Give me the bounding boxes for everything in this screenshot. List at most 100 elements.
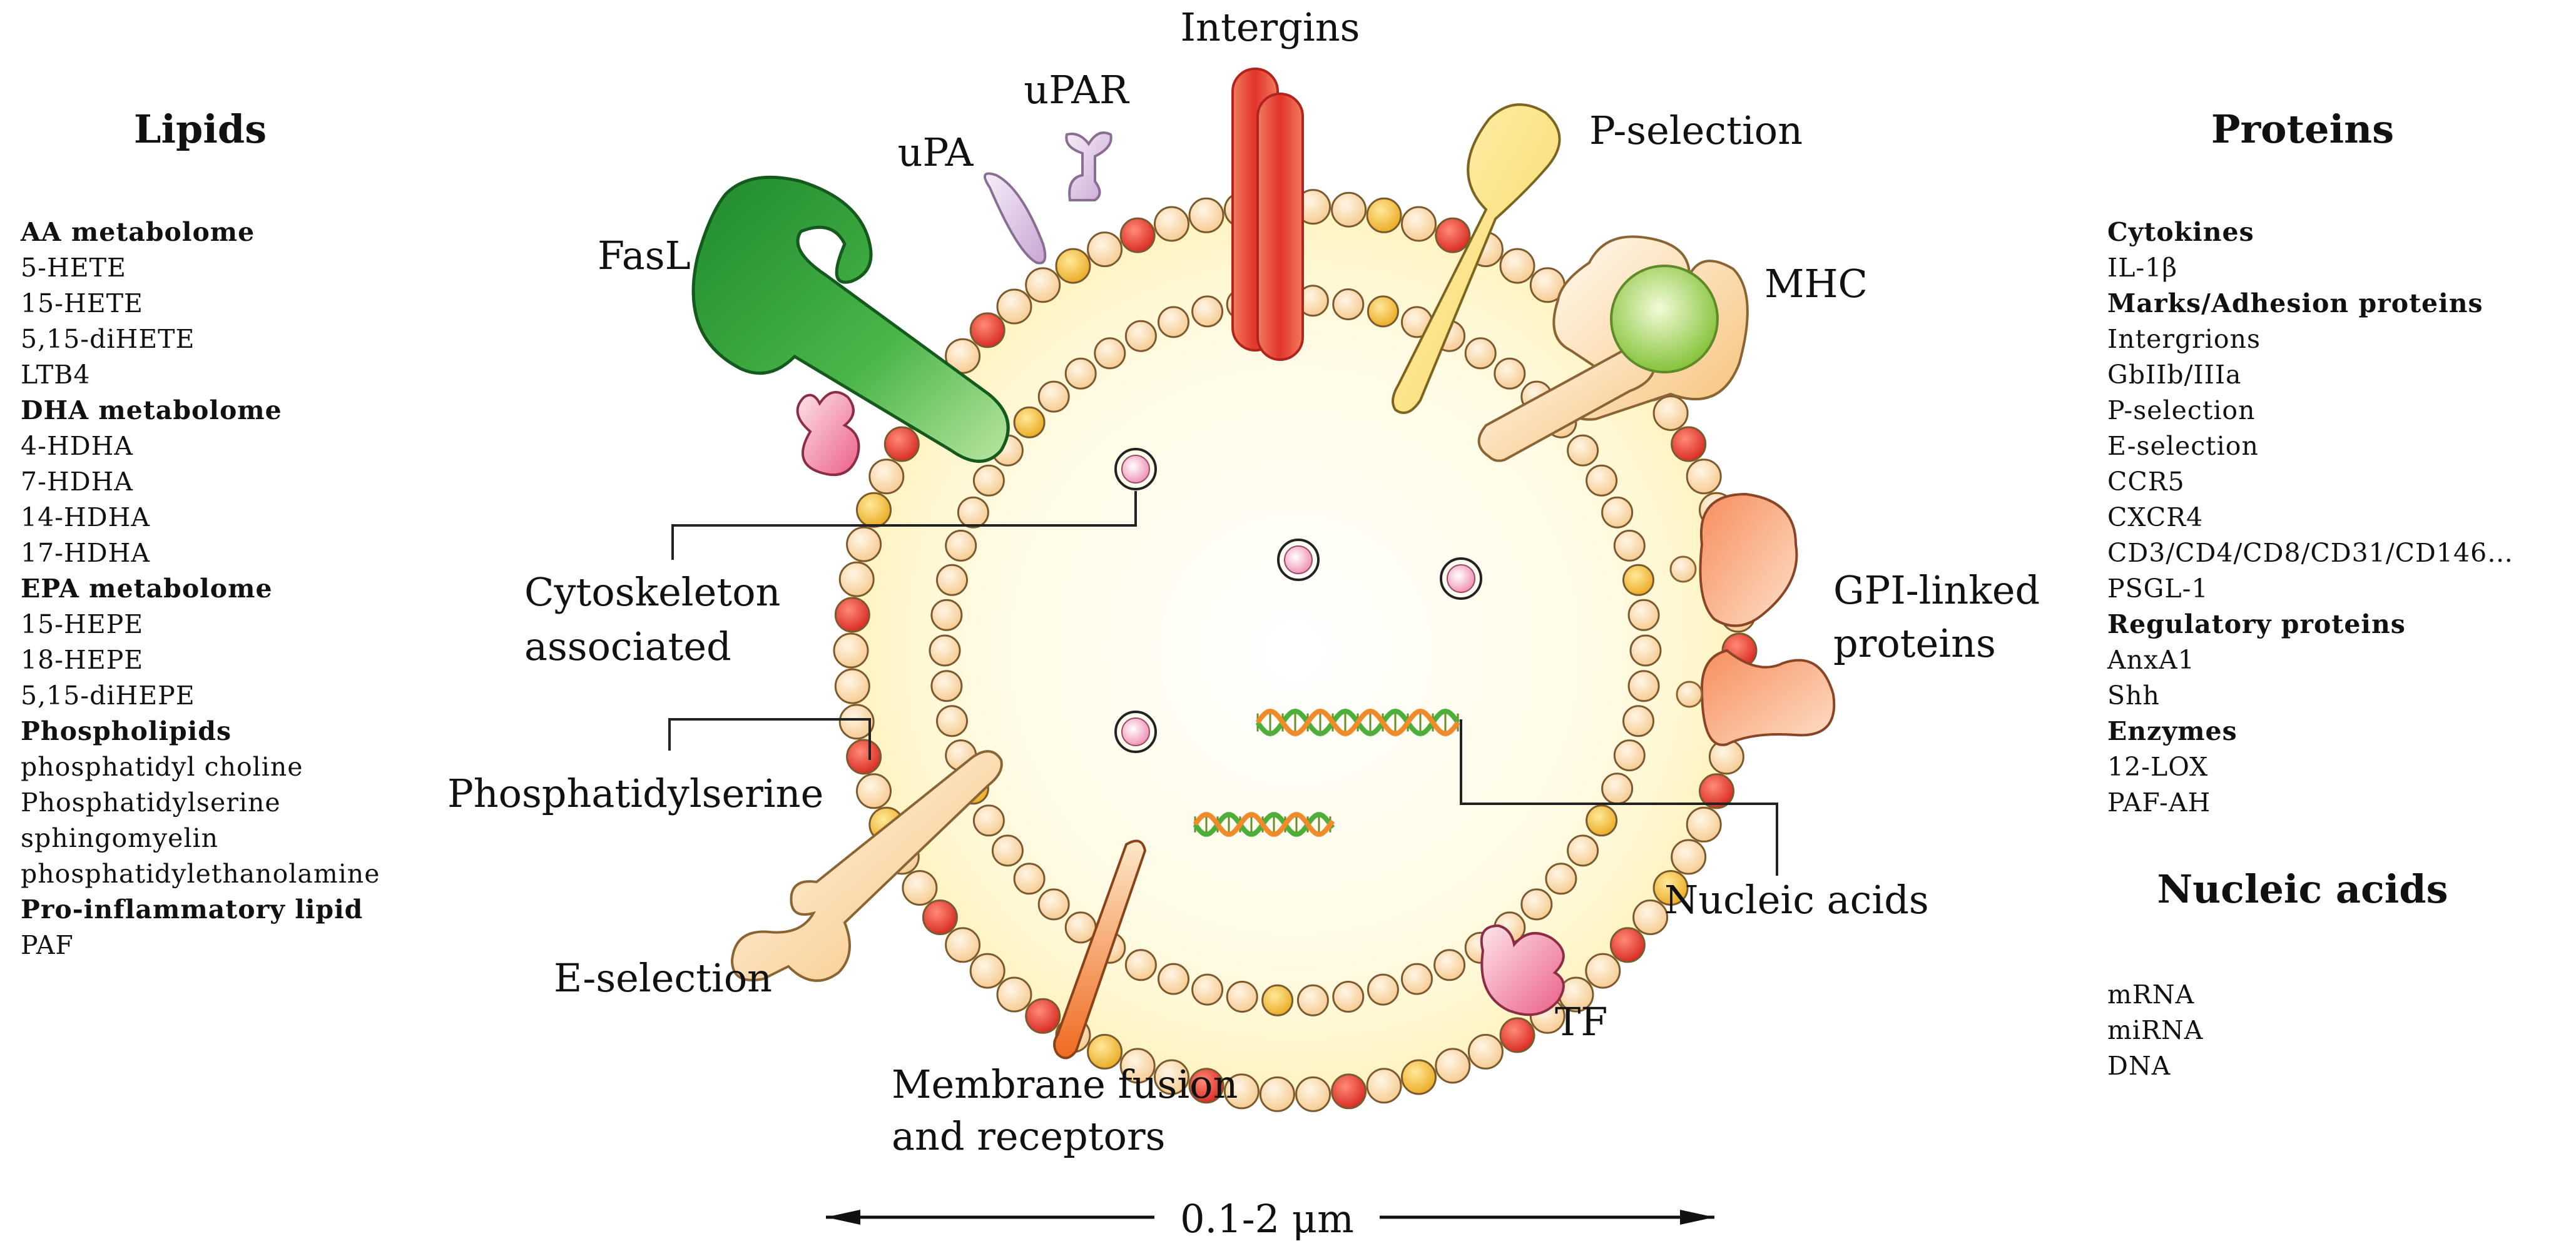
membrane-bead: [856, 773, 892, 809]
membrane-bead: [930, 670, 963, 702]
phosphatidylserine-leader: [668, 718, 871, 760]
membrane-bead: [1037, 888, 1070, 921]
membrane-fusion-receptor: [1053, 839, 1147, 1060]
membrane-bead: [1188, 197, 1224, 233]
membrane-bead: [1087, 1033, 1123, 1070]
membrane-bead: [1652, 870, 1689, 906]
cytoskeleton-leader: [671, 491, 1137, 560]
membrane-bead: [1567, 834, 1599, 867]
membrane-bead: [1259, 1076, 1295, 1112]
membrane-bead: [1367, 973, 1399, 1006]
membrane-bead: [930, 599, 963, 631]
label-membrane-line1: Membrane fusion: [892, 1061, 1238, 1107]
membrane-bead: [1401, 1059, 1437, 1095]
membrane-bead: [846, 739, 882, 775]
membrane-bead: [1013, 406, 1046, 438]
membrane-bead: [1296, 984, 1329, 1016]
membrane-bead: [1158, 306, 1189, 338]
upar-protein: [1065, 131, 1112, 201]
nucleic-acid-item: DNA: [2107, 1051, 2171, 1081]
scale-bar: [826, 1210, 1714, 1225]
membrane-bead: [1499, 248, 1535, 284]
membrane-bead: [1367, 295, 1399, 328]
lipid-item: 18-HEPE: [21, 645, 144, 675]
membrane-bead: [1366, 197, 1402, 233]
membrane-bead: [1613, 739, 1646, 772]
p-selection-protein: [1392, 103, 1561, 414]
label-cytoskeleton-line2: associated: [524, 624, 731, 669]
membrane-bead: [1435, 1048, 1471, 1084]
membrane-bead: [1629, 634, 1662, 667]
fasl-protein: [691, 175, 1010, 463]
membrane-bead: [1332, 288, 1365, 320]
membrane-bead: [922, 899, 958, 935]
label-e-selection: E-selection: [554, 955, 772, 1001]
membrane-bead: [1094, 337, 1126, 370]
membrane-bead: [1087, 231, 1123, 268]
dna-helix-1: [1255, 708, 1460, 737]
lipid-item: LTB4: [21, 360, 91, 390]
label-gpi-line2: proteins: [1833, 620, 1996, 666]
cytoskeleton-vesicles: [1114, 448, 1482, 753]
label-mhc: MHC: [1764, 261, 1868, 306]
membrane-bead: [883, 426, 920, 462]
membrane-bead: [1464, 337, 1497, 370]
membrane-bead: [957, 496, 989, 529]
membrane-bead: [991, 834, 1024, 867]
protein-item: IL-1β: [2107, 253, 2178, 283]
protein-item: PSGL-1: [2107, 574, 2209, 604]
membrane-bead: [1188, 1068, 1224, 1104]
protein-heading: Cytokines: [2107, 217, 2254, 247]
membrane-bead: [945, 927, 981, 963]
membrane-bead: [1119, 1048, 1156, 1084]
membrane-bead: [1154, 1059, 1189, 1095]
membrane-bead: [838, 704, 875, 740]
gpi-linked-proteins: [1669, 492, 1836, 746]
lipid-heading: EPA metabolome: [21, 574, 273, 604]
label-gpi-line1: GPI-linked: [1833, 567, 2040, 613]
membrane-bead: [996, 288, 1032, 325]
protein-item: Intergrions: [2107, 324, 2261, 354]
lipid-item: 15-HEPE: [21, 609, 144, 639]
protein-item: E-selection: [2107, 431, 2259, 461]
proteins-title: Proteins: [2211, 106, 2395, 152]
dna-helix-2: [1193, 812, 1335, 837]
protein-heading: Enzymes: [2107, 716, 2237, 746]
membrane-bead: [838, 561, 875, 597]
membrane-bead: [1613, 529, 1646, 562]
label-tf: TF: [1555, 999, 1607, 1045]
protein-item: AnxA1: [2107, 645, 2195, 675]
membrane-bead: [969, 953, 1005, 989]
protein-item: Shh: [2107, 681, 2160, 711]
membrane-bead: [834, 668, 870, 704]
lipid-item: Phosphatidylserine: [21, 788, 281, 818]
membrane-bead: [1064, 357, 1097, 390]
membrane-bead: [1433, 949, 1466, 981]
membrane-bead: [1585, 953, 1621, 989]
membrane-bead: [1652, 395, 1689, 431]
membrane-bead: [1632, 899, 1669, 935]
lipid-item: 15-HETE: [21, 288, 143, 318]
protein-item: 12-LOX: [2107, 752, 2209, 782]
membrane-bead: [1025, 267, 1061, 303]
nucleic-acids-leader: [1460, 719, 1778, 876]
membrane-bead: [969, 312, 1005, 348]
membrane-bead: [1520, 888, 1553, 921]
membrane-bead: [1331, 1073, 1367, 1110]
dna-strand: [1193, 812, 1335, 837]
membrane-bead: [1435, 217, 1471, 253]
lipid-item: phosphatidylethanolamine: [21, 859, 380, 889]
lipid-heading: AA metabolome: [21, 217, 255, 247]
membrane-bead: [1627, 599, 1660, 631]
membrane-bead: [972, 804, 1005, 837]
protein-heading: Marks/Adhesion proteins: [2107, 288, 2483, 318]
membrane-bead: [1191, 973, 1224, 1006]
pink-tf-protein-left: [796, 391, 860, 477]
membrane-bead: [936, 705, 968, 737]
lipid-item: 17-HDHA: [21, 538, 151, 568]
membrane-bead: [902, 870, 938, 906]
